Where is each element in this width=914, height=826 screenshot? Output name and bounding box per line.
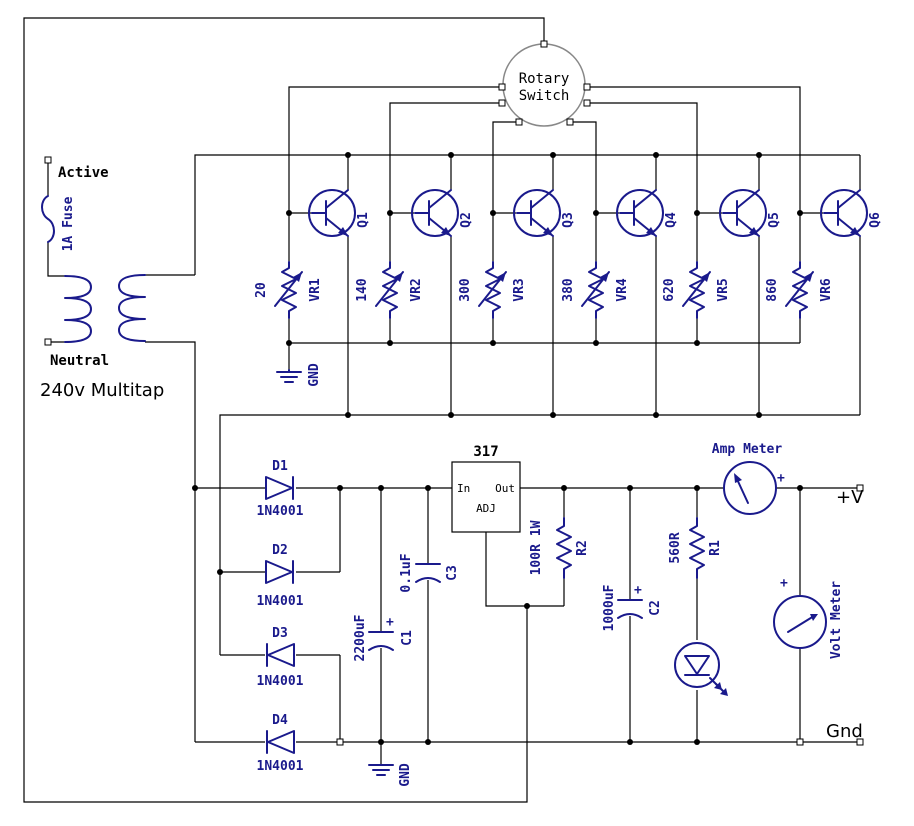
pot-label: VR5	[716, 278, 731, 301]
pot-vr3: 300 VR3	[458, 261, 527, 319]
pot-label: VR1	[308, 278, 323, 302]
plus-sign: +	[780, 576, 788, 591]
rotary-switch-label-2: Switch	[519, 88, 570, 104]
fuse-label: 1A Fuse	[61, 196, 76, 251]
pot-value: 380	[561, 278, 576, 302]
ground-symbol-top: GND	[276, 363, 322, 387]
plus-sign: +	[634, 583, 642, 598]
pot-value: 300	[458, 278, 473, 302]
pot-vr2: 140 VR2	[355, 261, 424, 319]
fuse: 1A Fuse	[41, 195, 76, 251]
c1-label: C1	[400, 630, 415, 646]
plus-v-label: +V	[836, 487, 864, 508]
pot-value: 620	[662, 278, 677, 302]
transformer	[64, 274, 146, 343]
diode-d1: D1 1N4001	[257, 459, 304, 519]
diode-part: 1N4001	[257, 674, 304, 689]
pot-vr1: 20 VR1	[254, 261, 323, 319]
regulator-317: 317 In Out ADJ	[451, 444, 521, 533]
volt-meter: + Volt Meter	[773, 576, 844, 659]
diode-d3: D3 1N4001	[257, 626, 304, 689]
diode-label: D2	[272, 543, 288, 558]
pot-label: VR2	[409, 278, 424, 301]
regulator-adj-pin: ADJ	[476, 502, 496, 515]
amp-meter-label: Amp Meter	[712, 442, 783, 457]
ground-label: GND	[307, 363, 322, 387]
neutral-label: Neutral	[50, 353, 109, 369]
transistor-q6: Q6	[820, 189, 883, 237]
rotary-switch: Rotary Switch	[498, 40, 591, 127]
c2-value: 1000uF	[602, 584, 617, 631]
diode-label: D3	[272, 626, 288, 641]
regulator-label: 317	[473, 444, 498, 460]
transistor-q3: Q3	[513, 189, 576, 237]
transistor-label: Q6	[868, 212, 883, 228]
r2-value: 100R 1W	[529, 520, 544, 575]
transistor-q5: Q5	[719, 189, 782, 237]
pot-vr5: 620 VR5	[662, 261, 731, 319]
diode-part: 1N4001	[257, 594, 304, 609]
plus-sign: +	[386, 615, 394, 630]
capacitor-c2: + 1000uF C2	[602, 583, 663, 631]
gnd-output-label: Gnd	[826, 721, 863, 742]
c3-value: 0.1uF	[399, 553, 414, 592]
resistor-r2: 100R 1W R2	[529, 517, 590, 579]
transistor-label: Q2	[459, 212, 474, 228]
active-label: Active	[58, 165, 109, 181]
pot-vr4: 380 VR4	[561, 261, 630, 319]
regulator-out-pin: Out	[495, 482, 515, 495]
transistor-q4: Q4	[616, 189, 679, 237]
c3-label: C3	[445, 565, 460, 581]
diode-part: 1N4001	[257, 504, 304, 519]
volt-meter-label: Volt Meter	[829, 581, 844, 659]
diode-label: D1	[272, 459, 288, 474]
ground-symbol-bottom: GND	[368, 763, 413, 787]
transistor-label: Q1	[356, 212, 371, 228]
pot-label: VR3	[512, 278, 527, 301]
transistor-label: Q4	[664, 212, 679, 228]
terminals	[44, 156, 864, 746]
ground-label: GND	[398, 763, 413, 787]
transistor-label: Q5	[767, 212, 782, 228]
resistor-r1: 560R R1	[668, 517, 723, 579]
led	[674, 642, 728, 696]
amp-meter: Amp Meter +	[712, 442, 785, 515]
diode-part: 1N4001	[257, 759, 304, 774]
transistor-q1: Q1	[308, 189, 371, 237]
c2-label: C2	[648, 600, 663, 616]
pot-value: 860	[765, 278, 780, 302]
r1-value: 560R	[668, 532, 683, 563]
pot-vr6: 860 VR6	[765, 261, 834, 319]
rotary-switch-label-1: Rotary	[519, 71, 570, 87]
diode-d4: D4 1N4001	[257, 713, 304, 774]
transistor-label: Q3	[561, 212, 576, 228]
capacitor-c1: + 2200uF C1	[353, 614, 415, 661]
transformer-label: 240v Multitap	[40, 380, 164, 401]
pot-label: VR6	[819, 278, 834, 302]
diode-d2: D2 1N4001	[257, 543, 304, 609]
pot-value: 140	[355, 278, 370, 302]
capacitor-c3: 0.1uF C3	[399, 553, 460, 592]
pot-label: VR4	[615, 278, 630, 302]
plus-sign: +	[777, 471, 785, 486]
wires	[23, 17, 861, 803]
regulator-in-pin: In	[457, 482, 470, 495]
pot-value: 20	[254, 282, 269, 298]
diode-label: D4	[272, 713, 288, 728]
c1-value: 2200uF	[353, 614, 368, 661]
transistor-q2: Q2	[411, 189, 474, 237]
r2-label: R2	[575, 540, 590, 556]
junction-dots	[192, 152, 803, 745]
r1-label: R1	[708, 540, 723, 556]
